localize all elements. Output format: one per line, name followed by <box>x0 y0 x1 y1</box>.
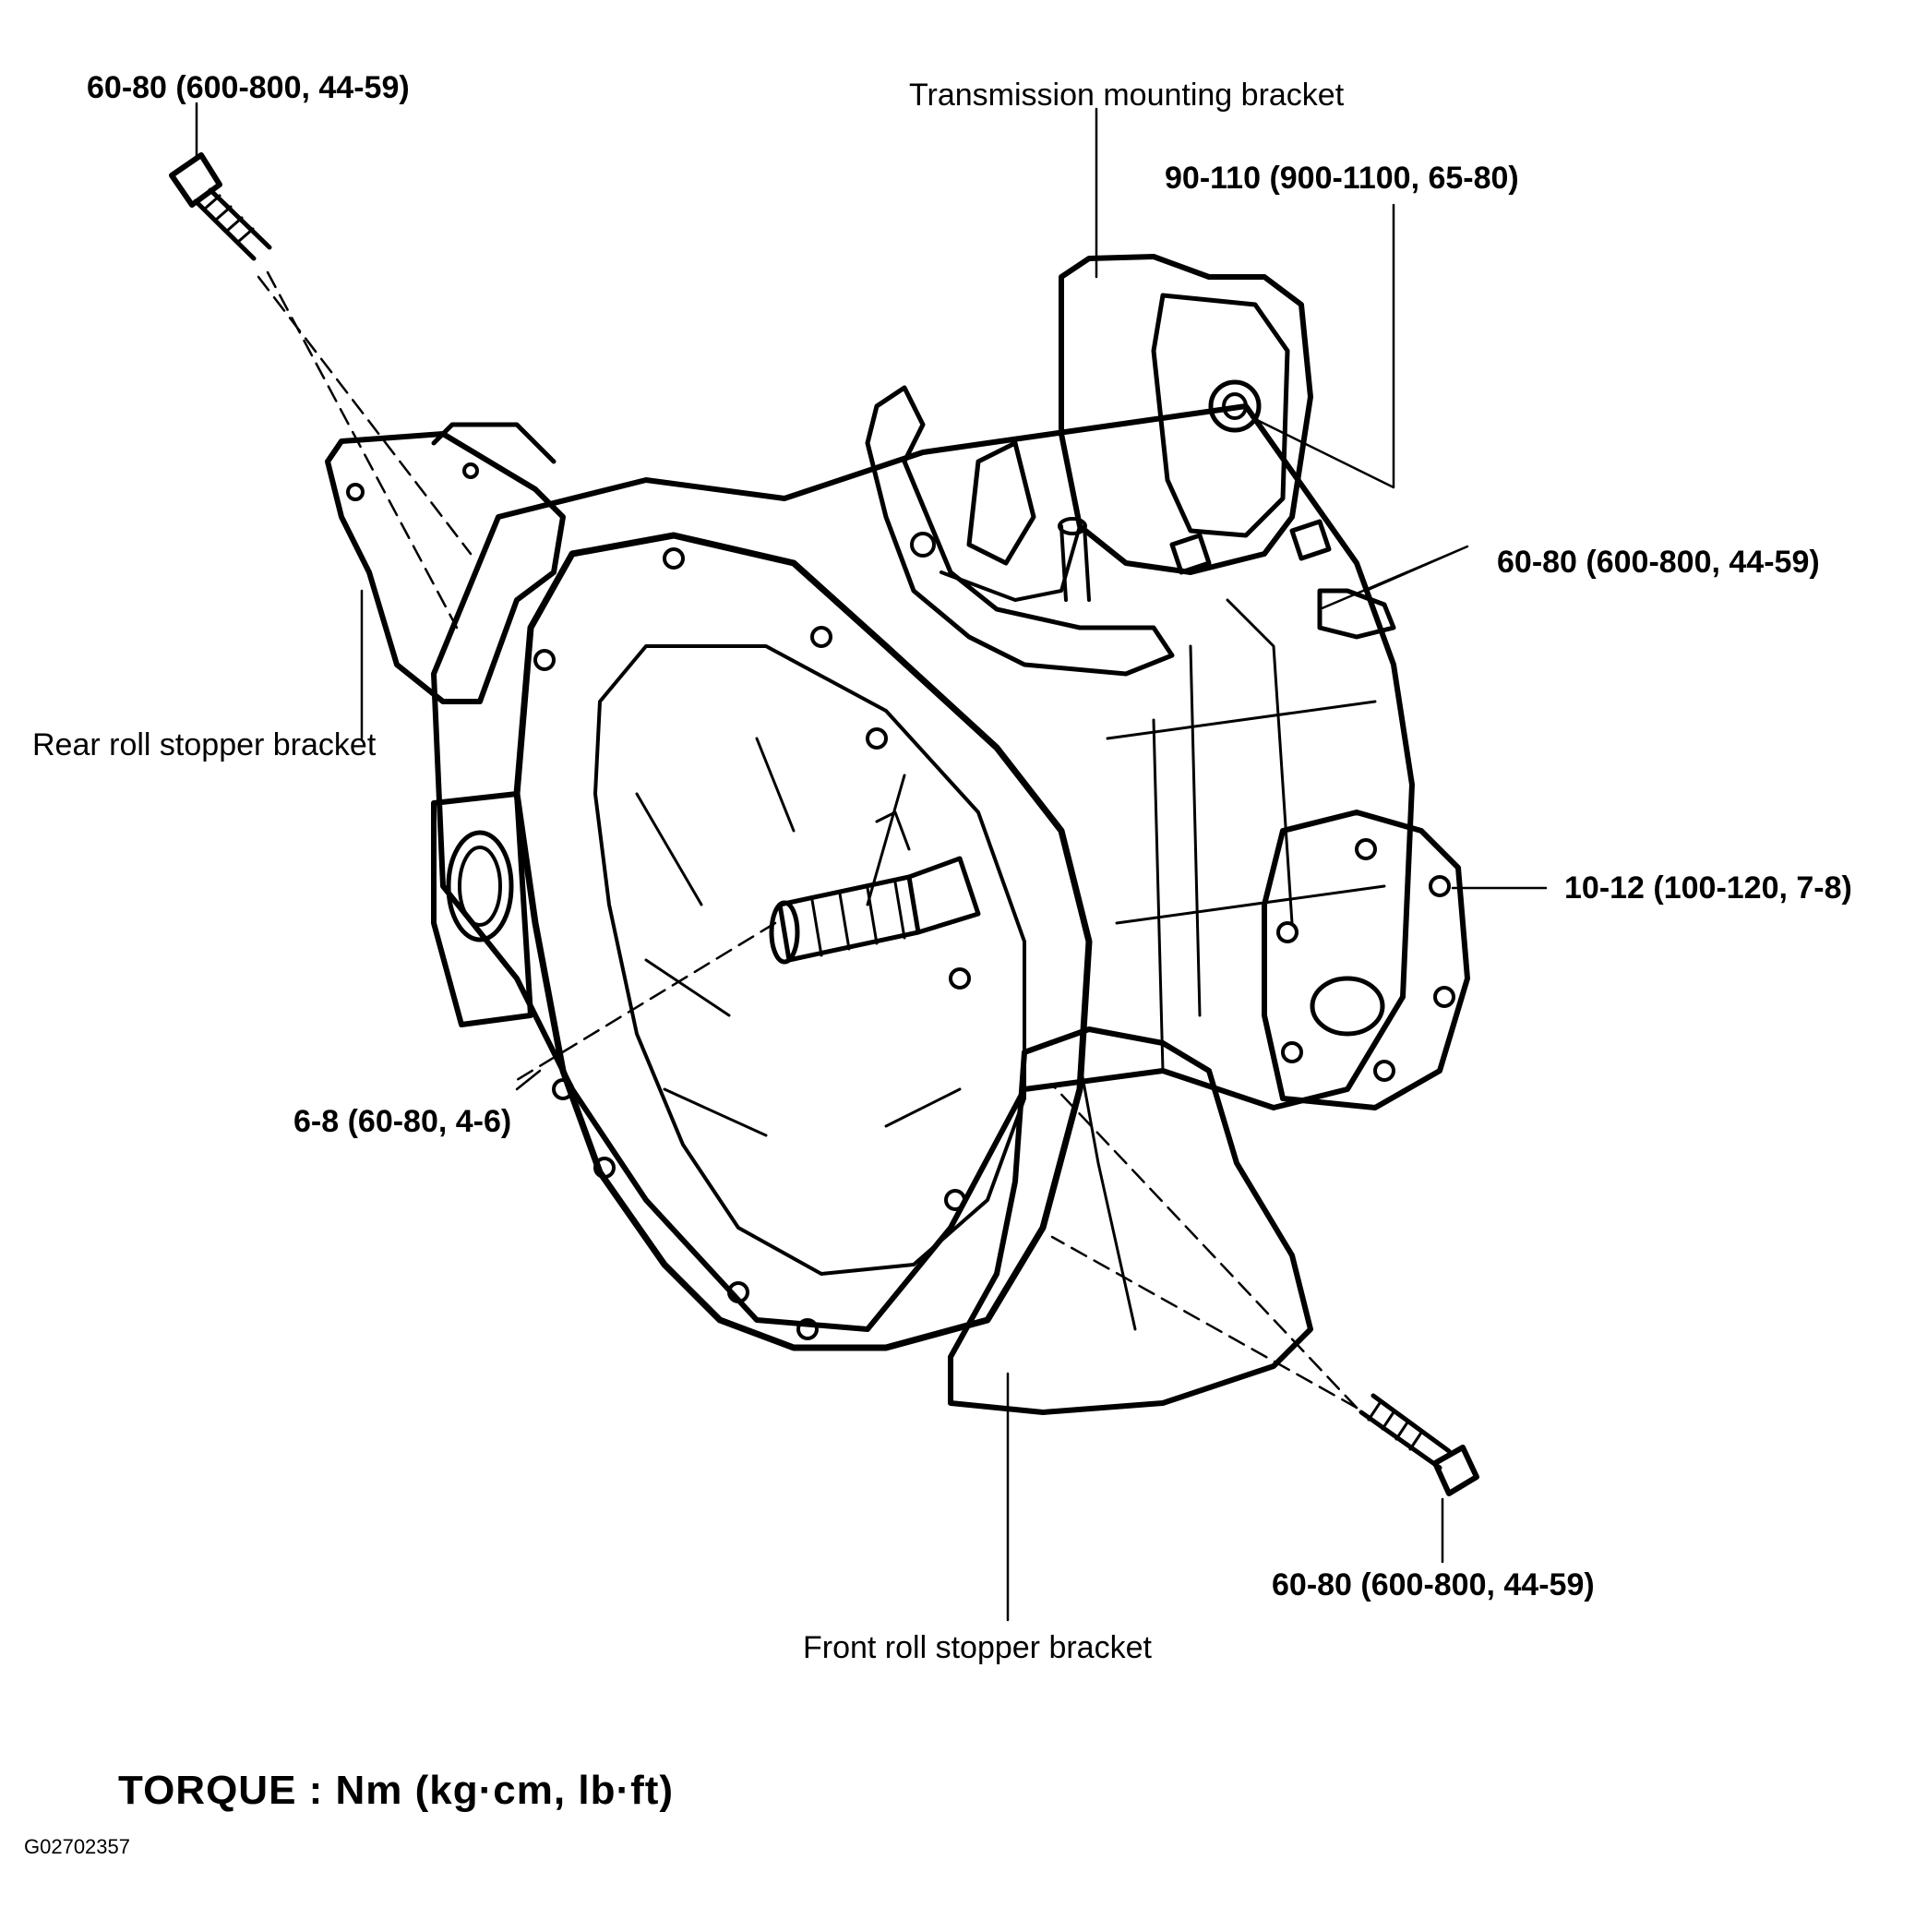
mount-nut-left <box>1169 533 1212 575</box>
left-output-seal <box>431 791 533 1027</box>
bolt-front-bottom <box>1358 1393 1479 1496</box>
figure-id: G02702357 <box>24 1835 130 1858</box>
rear-roll-stopper-bracket <box>325 422 566 704</box>
mount-nut-right <box>1289 519 1396 640</box>
input-shaft <box>769 810 981 965</box>
torque-label-mount-nuts: 60-80 (600-800, 44-59) <box>1497 545 1820 580</box>
transmission-mounting-bracket <box>940 254 1313 602</box>
alignment-dashed-lines <box>257 270 1358 1410</box>
torque-units-legend: TORQUE : Nm (kg·cm, lb·ft) <box>118 1768 675 1813</box>
leader-lines <box>195 102 1548 1622</box>
side-cover <box>1262 810 1470 1110</box>
torque-label-cover-bolts: 10-12 (100-120, 7-8) <box>1564 870 1852 906</box>
torque-label-bell-housing-bolts: 6-8 (60-80, 4-6) <box>293 1104 512 1139</box>
torque-label-front-bottom-bolt: 60-80 (600-800, 44-59) <box>1272 1567 1595 1602</box>
front-roll-stopper-bracket <box>948 1026 1313 1415</box>
shift-linkage <box>865 385 1175 677</box>
bell-housing <box>513 532 1093 1351</box>
torque-label-rear-top-bolt: 60-80 (600-800, 44-59) <box>87 70 410 105</box>
label-rear-roll-stopper-bracket: Rear roll stopper bracket <box>32 727 377 762</box>
torque-label-mount-bolt: 90-110 (900-1100, 65-80) <box>1165 161 1519 196</box>
label-transmission-mounting-bracket: Transmission mounting bracket <box>909 78 1345 113</box>
label-front-roll-stopper-bracket: Front roll stopper bracket <box>803 1630 1152 1665</box>
transmission-case <box>431 403 1415 1332</box>
bolt-rear-top <box>169 152 272 261</box>
